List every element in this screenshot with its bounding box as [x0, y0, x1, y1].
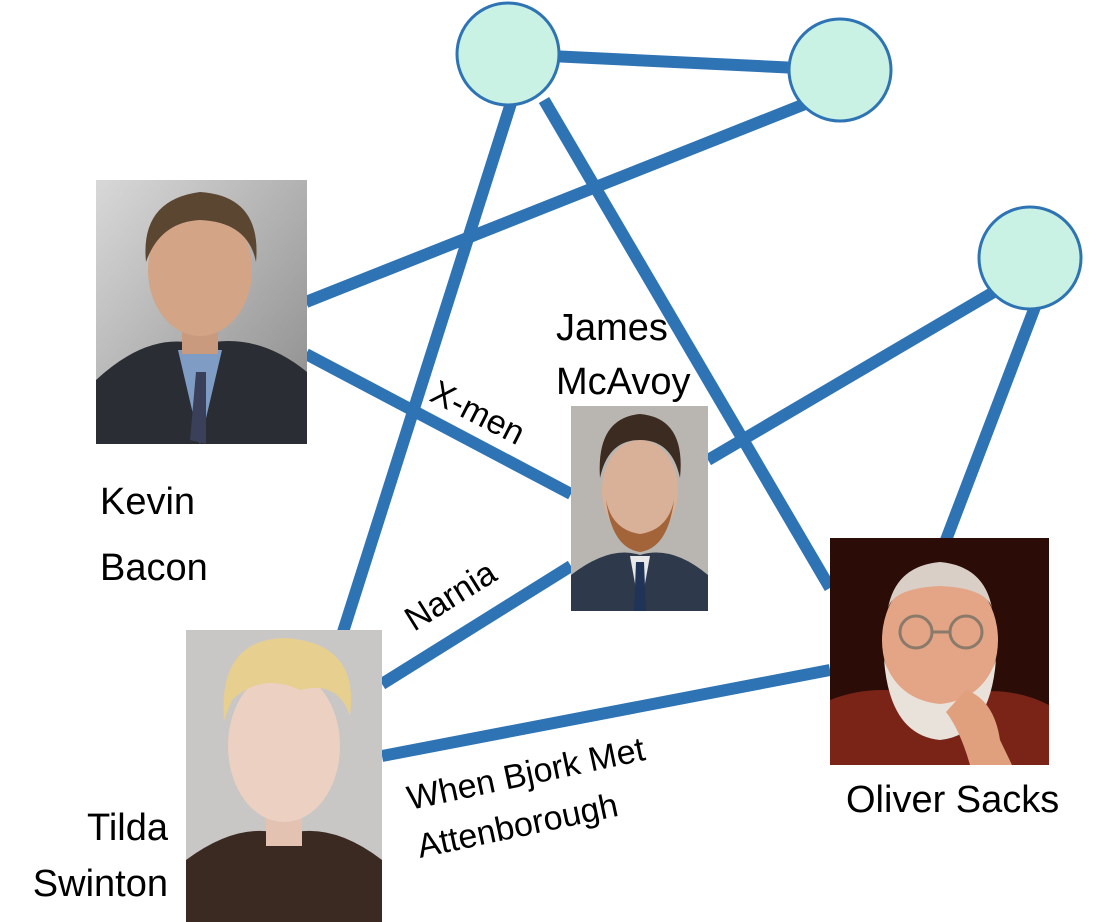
blank-node-2 [787, 17, 893, 123]
edge-oliver-node3 [940, 304, 1041, 543]
edge-tilda-oliver [380, 664, 832, 762]
edge-tilda-node1 [337, 98, 518, 634]
kevin-bacon-label: Kevin [100, 481, 195, 523]
edge-node1-node2 [507, 48, 841, 76]
blank-nodes [455, 1, 1083, 311]
tilda-swinton-label: Swinton [33, 863, 168, 905]
james-mcavoy-photo [571, 406, 708, 611]
edge-tilda-james [378, 560, 575, 690]
oliver-sacks-photo [830, 538, 1049, 765]
kevin-bacon-photo [96, 180, 307, 444]
edge-james-node3 [704, 280, 1008, 466]
tilda-swinton-label: Tilda [87, 807, 169, 849]
edge-label-narnia: Narnia [398, 553, 503, 638]
edge-kevin-node2 [303, 94, 818, 308]
james-mcavoy-label: McAvoy [556, 361, 690, 403]
tilda-swinton-photo [186, 630, 382, 922]
edge-oliver-node1 [538, 96, 836, 592]
blank-node-3 [977, 205, 1083, 311]
edges [303, 48, 1041, 762]
james-mcavoy-label: James [556, 307, 668, 349]
blank-node-1 [455, 1, 561, 107]
kevin-bacon-label: Bacon [100, 547, 208, 589]
edge-kevin-james [303, 348, 574, 500]
oliver-sacks-label: Oliver Sacks [846, 779, 1059, 821]
